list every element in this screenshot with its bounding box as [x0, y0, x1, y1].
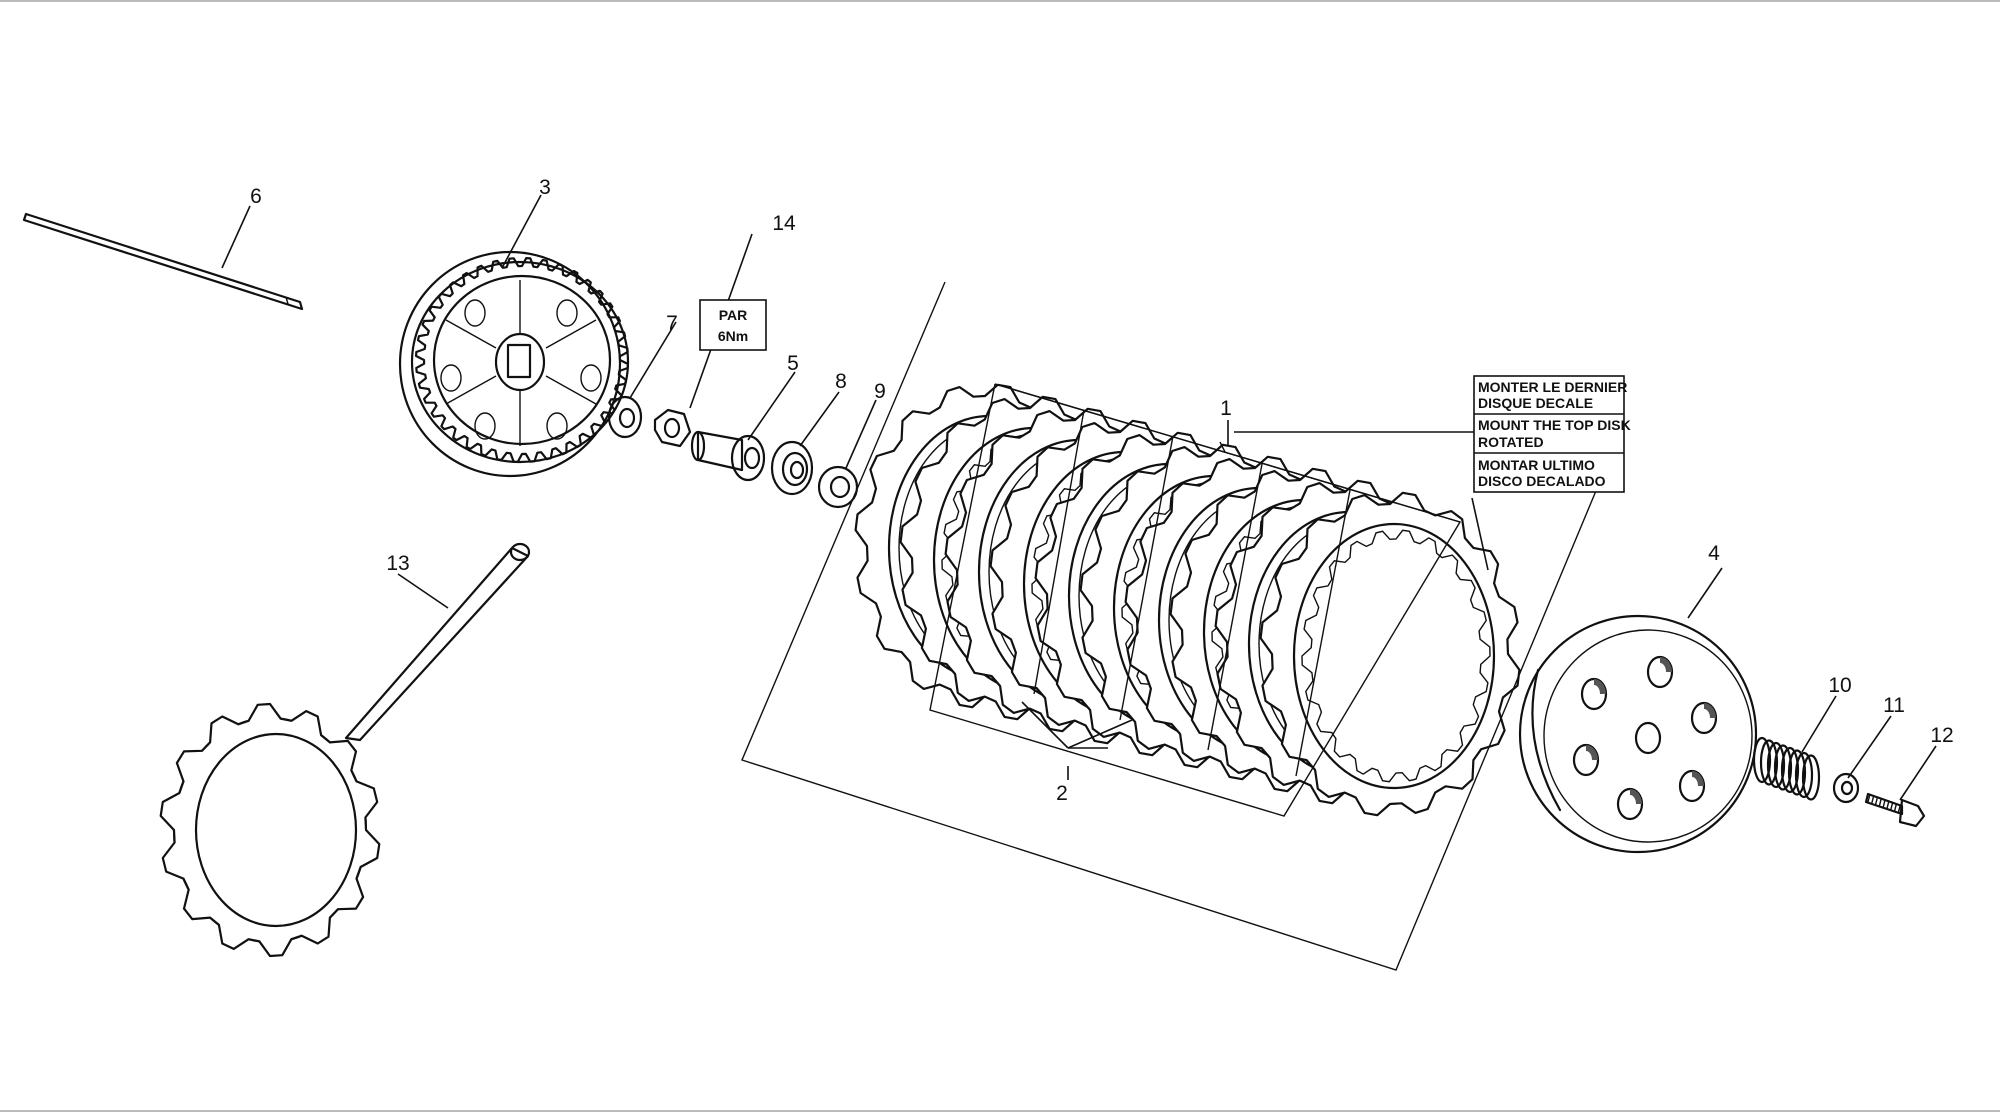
note-fr-line2: DISQUE DECALE: [1478, 395, 1593, 411]
callout-12: 12: [1930, 724, 1953, 747]
torque-value: 6Nm: [718, 328, 748, 344]
clutch-plate-stack[interactable]: [854, 383, 1521, 817]
callout-2: 2: [1056, 782, 1068, 805]
assembly-note-box: MONTER LE DERNIER DISQUE DECALE MOUNT TH…: [1473, 375, 1631, 493]
part-5-bushing[interactable]: [690, 430, 766, 482]
leader-lines: [221, 194, 1937, 801]
note-es-line2: DISCO DECALADO: [1478, 473, 1606, 489]
part-4-pressure-plate[interactable]: [1518, 614, 1758, 854]
torque-spec-box: PAR 6Nm: [699, 299, 767, 351]
torque-label: PAR: [719, 307, 748, 323]
callout-9: 9: [874, 380, 886, 403]
callout-4: 4: [1708, 542, 1720, 565]
callout-14: 14: [772, 212, 796, 235]
part-12-screw[interactable]: [1864, 792, 1926, 828]
plate-group-brackets: [741, 281, 1599, 971]
note-en-line2: ROTATED: [1478, 434, 1544, 450]
note-fr-line1: MONTER LE DERNIER: [1478, 379, 1627, 395]
note-es-line1: MONTAR ULTIMO: [1478, 457, 1595, 473]
part-11-washer[interactable]: [1832, 772, 1860, 804]
callout-8: 8: [835, 370, 847, 393]
callout-7: 7: [666, 312, 678, 335]
callout-3: 3: [539, 176, 551, 199]
part-7-washer[interactable]: [607, 395, 643, 439]
part-13-holding-tool[interactable]: [159, 542, 531, 958]
callout-numbers: 6 3 14 7 5 8 9 1 2 4 10 11 12 13: [250, 176, 1954, 805]
part-8-bearing[interactable]: [770, 440, 814, 496]
part-14-nut[interactable]: [653, 408, 692, 448]
callout-11: 11: [1883, 694, 1905, 717]
note-en-line1: MOUNT THE TOP DISK: [1478, 417, 1631, 433]
callout-5: 5: [787, 352, 799, 375]
part-3-clutch-hub[interactable]: [398, 250, 630, 478]
callout-10: 10: [1828, 674, 1851, 697]
callout-6: 6: [250, 185, 262, 208]
callout-13: 13: [386, 552, 409, 575]
part-10-spring[interactable]: [1752, 736, 1821, 801]
steel-plate[interactable]: [1259, 491, 1521, 817]
part-6-push-rod[interactable]: [22, 212, 304, 311]
part-9-washer[interactable]: [817, 465, 859, 509]
callout-1: 1: [1220, 397, 1232, 420]
